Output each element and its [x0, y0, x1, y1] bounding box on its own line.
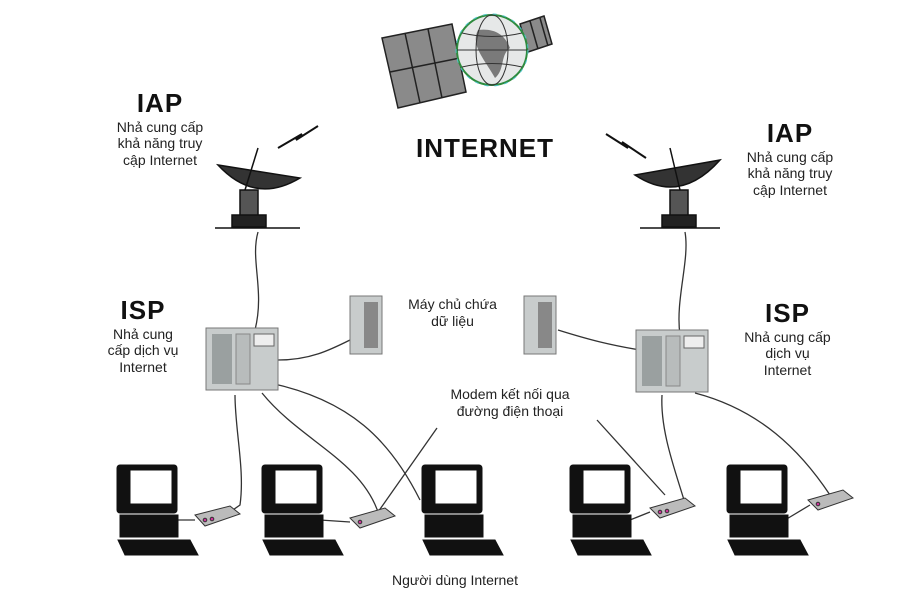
data-server-line-2: dữ liệu: [431, 312, 474, 329]
internet-title: INTERNET: [416, 133, 554, 163]
computer-icons: [116, 464, 809, 556]
modem-pointer-right: [596, 419, 666, 496]
wire-modem2-pc2: [319, 519, 351, 523]
wire-isp-right-modem5: [694, 392, 831, 496]
server-icon-data-right: [523, 295, 557, 355]
isp-left-line-3: Internet: [119, 358, 167, 375]
wire-iap-right-isp-right: [678, 231, 687, 336]
isp-right-line-2: dịch vụ: [765, 345, 810, 362]
users-label: Người dùng Internet: [392, 572, 518, 588]
satellite-icon: [381, 15, 553, 109]
iap-left-line-3: cập Internet: [123, 151, 197, 168]
modem-icons: [194, 489, 855, 529]
wire-isp-left-server: [277, 339, 351, 361]
wire-isp-left-pc3: [269, 382, 421, 501]
isp-left-line-2: cấp dịch vụ: [107, 342, 179, 359]
iap-right-line-3: cập Internet: [753, 181, 827, 198]
isp-right-label: ISP Nhả cung cấp dịch vụ Internet: [725, 298, 850, 378]
iap-right-heading: IAP: [766, 118, 814, 148]
iap-left-label: IAP Nhả cung cấp khả năng truy cập Inter…: [90, 88, 230, 168]
wire-modem5-pc5: [784, 504, 811, 521]
server-icon-isp-left: [205, 327, 279, 391]
isp-left-heading: ISP: [120, 295, 166, 325]
server-icon-data-left: [349, 295, 383, 355]
computer-icon-1: [116, 464, 199, 556]
computer-icon-5: [726, 464, 809, 556]
isp-right-heading: ISP: [765, 298, 810, 328]
wire-modem4-pc4: [629, 511, 651, 521]
signal-bolt-icon-right: [605, 133, 647, 159]
modem-label: Modem kết nối qua đường điện thoại: [430, 386, 590, 419]
wire-server-isp-right: [557, 329, 641, 351]
modem-line-1: Modem kết nối qua: [450, 386, 570, 402]
wire-isp-right-modem4: [661, 394, 685, 501]
signal-bolt-icon-left: [277, 125, 319, 149]
iap-left-line-1: Nhả cung cấp: [116, 118, 204, 135]
wire-isp-left-modem2: [261, 392, 379, 513]
isp-left-label: ISP Nhả cung cấp dịch vụ Internet: [88, 295, 198, 375]
iap-right-line-2: khả năng truy: [747, 165, 833, 182]
wire-isp-left-modem1: [229, 394, 243, 513]
isp-right-line-1: Nhả cung cấp: [744, 328, 831, 345]
data-server-label: Máy chủ chứa dữ liệu: [390, 296, 515, 329]
computer-icon-4: [569, 464, 652, 556]
isp-right-line-3: Internet: [763, 361, 812, 378]
iap-right-label: IAP Nhả cung cấp khả năng truy cập Inter…: [720, 118, 860, 198]
satellite-dish-icon-right: [633, 147, 722, 229]
iap-right-line-1: Nhả cung cấp: [746, 148, 834, 165]
data-server-line-1: Máy chủ chứa: [408, 296, 497, 312]
modem-icon-2: [349, 507, 397, 529]
computer-icon-2: [261, 464, 344, 556]
server-icon-isp-right: [635, 329, 709, 393]
modem-icon-5: [807, 489, 855, 511]
computer-icon-3: [421, 464, 504, 556]
modem-icon-1: [194, 505, 242, 527]
iap-left-line-2: khả năng truy: [117, 135, 203, 152]
globe-icon: [455, 13, 529, 87]
satellite-dish-icon-left: [215, 147, 303, 229]
modem-pointer-left: [377, 427, 438, 513]
wire-iap-left-isp-left: [254, 231, 260, 331]
modem-icon-4: [649, 497, 697, 519]
iap-left-heading: IAP: [136, 88, 184, 118]
modem-line-2: đường điện thoại: [456, 402, 564, 419]
isp-left-line-1: Nhả cung: [113, 325, 173, 342]
